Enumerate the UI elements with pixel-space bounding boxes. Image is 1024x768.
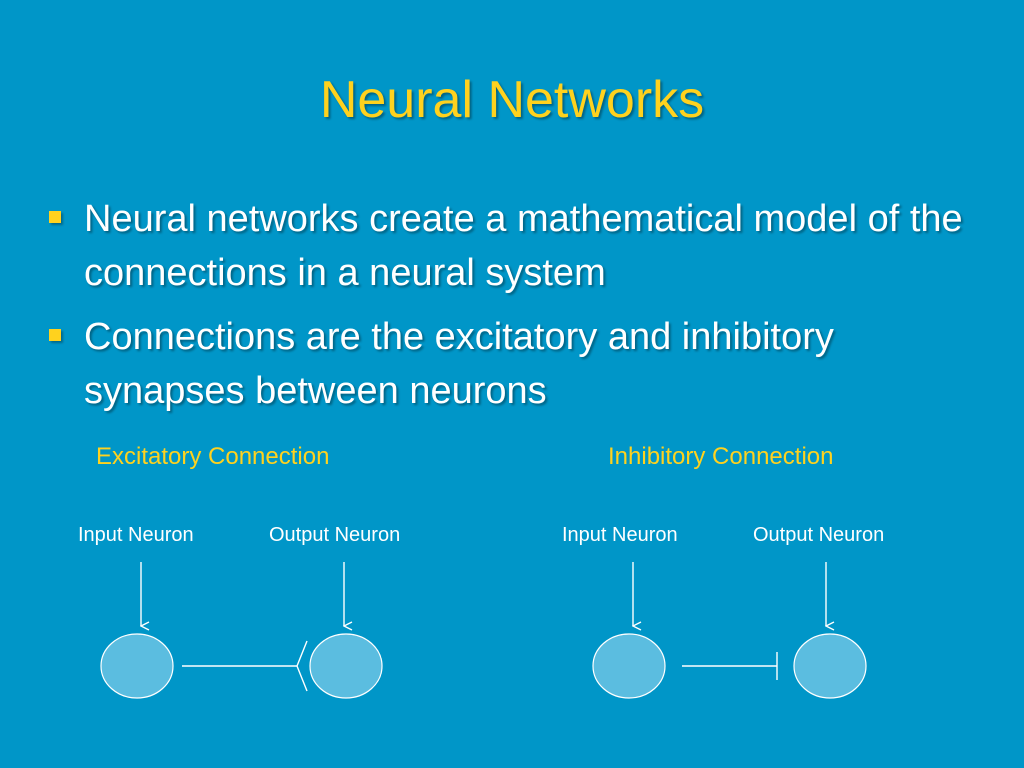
excitatory-output-label: Output Neuron xyxy=(269,524,401,546)
excitatory-input-neuron xyxy=(100,633,174,699)
slide-title: Neural Networks xyxy=(319,71,705,129)
bullet-item: Neural networks create a mathematical mo… xyxy=(44,192,1004,300)
inhibitory-input-label: Input Neuron xyxy=(562,524,678,546)
inhibitory-output-label: Output Neuron xyxy=(753,524,885,546)
inhibitory-output-neuron xyxy=(793,633,867,699)
inhibitory-input-neuron xyxy=(592,633,666,699)
bullet-list: Neural networks create a mathematical mo… xyxy=(44,192,1004,428)
bullet-text: Neural networks create a mathematical mo… xyxy=(84,198,963,294)
excitatory-synapse-icon xyxy=(296,640,308,692)
square-bullet-icon xyxy=(49,211,61,223)
excitatory-output-neuron xyxy=(309,633,383,699)
excitatory-caption: Excitatory Connection xyxy=(96,443,330,470)
bullet-item: Connections are the excitatory and inhib… xyxy=(44,310,1004,418)
bullet-text: Connections are the excitatory and inhib… xyxy=(84,316,834,412)
excitatory-diagram xyxy=(100,562,383,699)
inhibitory-diagram xyxy=(592,562,867,699)
excitatory-input-label: Input Neuron xyxy=(78,524,194,546)
inhibitory-caption: Inhibitory Connection xyxy=(608,443,834,470)
square-bullet-icon xyxy=(49,329,61,341)
